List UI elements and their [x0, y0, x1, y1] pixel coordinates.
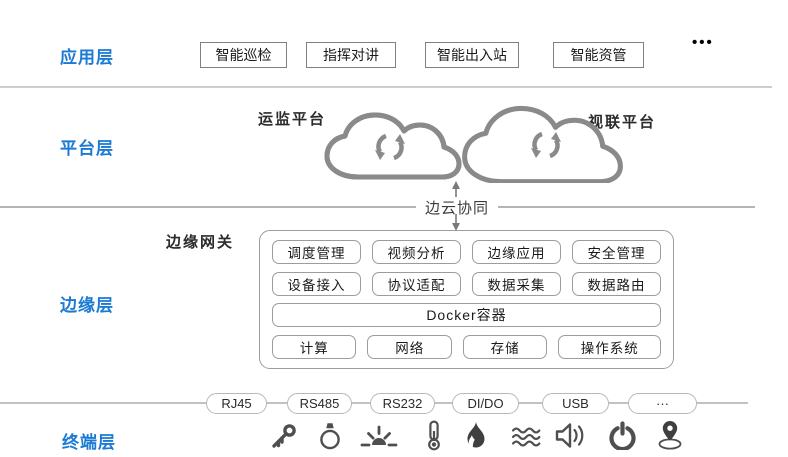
port-pill-dido: DI/DO — [452, 393, 519, 414]
flame-icon — [462, 421, 490, 450]
edge-btn-os: 操作系统 — [558, 334, 662, 359]
port-pill-rs232: RS232 — [370, 393, 435, 414]
app-box-assets: 智能资管 — [553, 42, 644, 68]
port-pill-rs485: RS485 — [287, 393, 352, 414]
port-pill-more: ··· — [628, 393, 697, 414]
edge-gateway-box: 调度管理 视频分析 边缘应用 安全管理 设备接入 协议适配 数据采集 数据路由 … — [259, 230, 674, 369]
port-pill-rj45: RJ45 — [206, 393, 267, 414]
edge-btn-security: 安全管理 — [572, 240, 661, 264]
cloud-down-arrow-icon — [449, 214, 463, 237]
edge-btn-route: 数据路由 — [572, 271, 661, 296]
edge-row-1: 调度管理 视频分析 边缘应用 安全管理 — [272, 240, 661, 264]
location-icon — [652, 419, 688, 450]
terminal-layer-label: 终端层 — [62, 433, 116, 452]
edge-btn-collect: 数据采集 — [472, 271, 561, 296]
edge-btn-storage: 存储 — [462, 334, 548, 359]
app-layer-label: 应用层 — [60, 48, 114, 67]
thermometer-icon — [425, 420, 443, 451]
edge-row-4: 计算 网络 存储 操作系统 — [272, 334, 662, 359]
edge-btn-edge-app: 边缘应用 — [472, 240, 561, 264]
edge-btn-docker: Docker容器 — [272, 303, 661, 328]
bulb-icon — [318, 421, 342, 451]
edge-btn-device: 设备接入 — [272, 271, 361, 296]
right-cloud-label: 视联平台 — [588, 114, 657, 131]
collab-line-right — [498, 206, 755, 208]
clouds-icon — [316, 98, 631, 183]
waves-icon — [510, 425, 542, 449]
edge-layer-label: 边缘层 — [60, 296, 114, 315]
collab-line-left — [0, 206, 416, 208]
speaker-icon — [554, 421, 588, 450]
edge-btn-network: 网络 — [367, 334, 452, 359]
layer-divider-1 — [0, 86, 772, 88]
port-pill-usb: USB — [542, 393, 609, 414]
edge-row-2: 设备接入 协议适配 数据采集 数据路由 — [272, 271, 661, 296]
edge-row-docker: Docker容器 — [272, 303, 661, 328]
edge-gateway-label: 边缘网关 — [166, 234, 235, 251]
edge-btn-video: 视频分析 — [372, 240, 461, 264]
edge-btn-dispatch: 调度管理 — [272, 240, 361, 264]
edge-btn-protocol: 协议适配 — [372, 271, 461, 296]
edge-cloud-collab-label: 边云协同 — [416, 197, 498, 218]
app-box-gate: 智能出入站 — [425, 42, 519, 68]
platform-layer-label: 平台层 — [60, 139, 114, 158]
app-more-ellipsis: ••• — [692, 34, 714, 51]
edge-btn-compute: 计算 — [272, 334, 357, 359]
brightness-icon — [360, 424, 398, 450]
key-icon — [268, 422, 298, 450]
app-box-patrol: 智能巡检 — [200, 42, 287, 68]
left-cloud-label: 运监平台 — [258, 111, 327, 128]
power-icon — [608, 421, 637, 452]
app-box-intercom: 指挥对讲 — [306, 42, 396, 68]
